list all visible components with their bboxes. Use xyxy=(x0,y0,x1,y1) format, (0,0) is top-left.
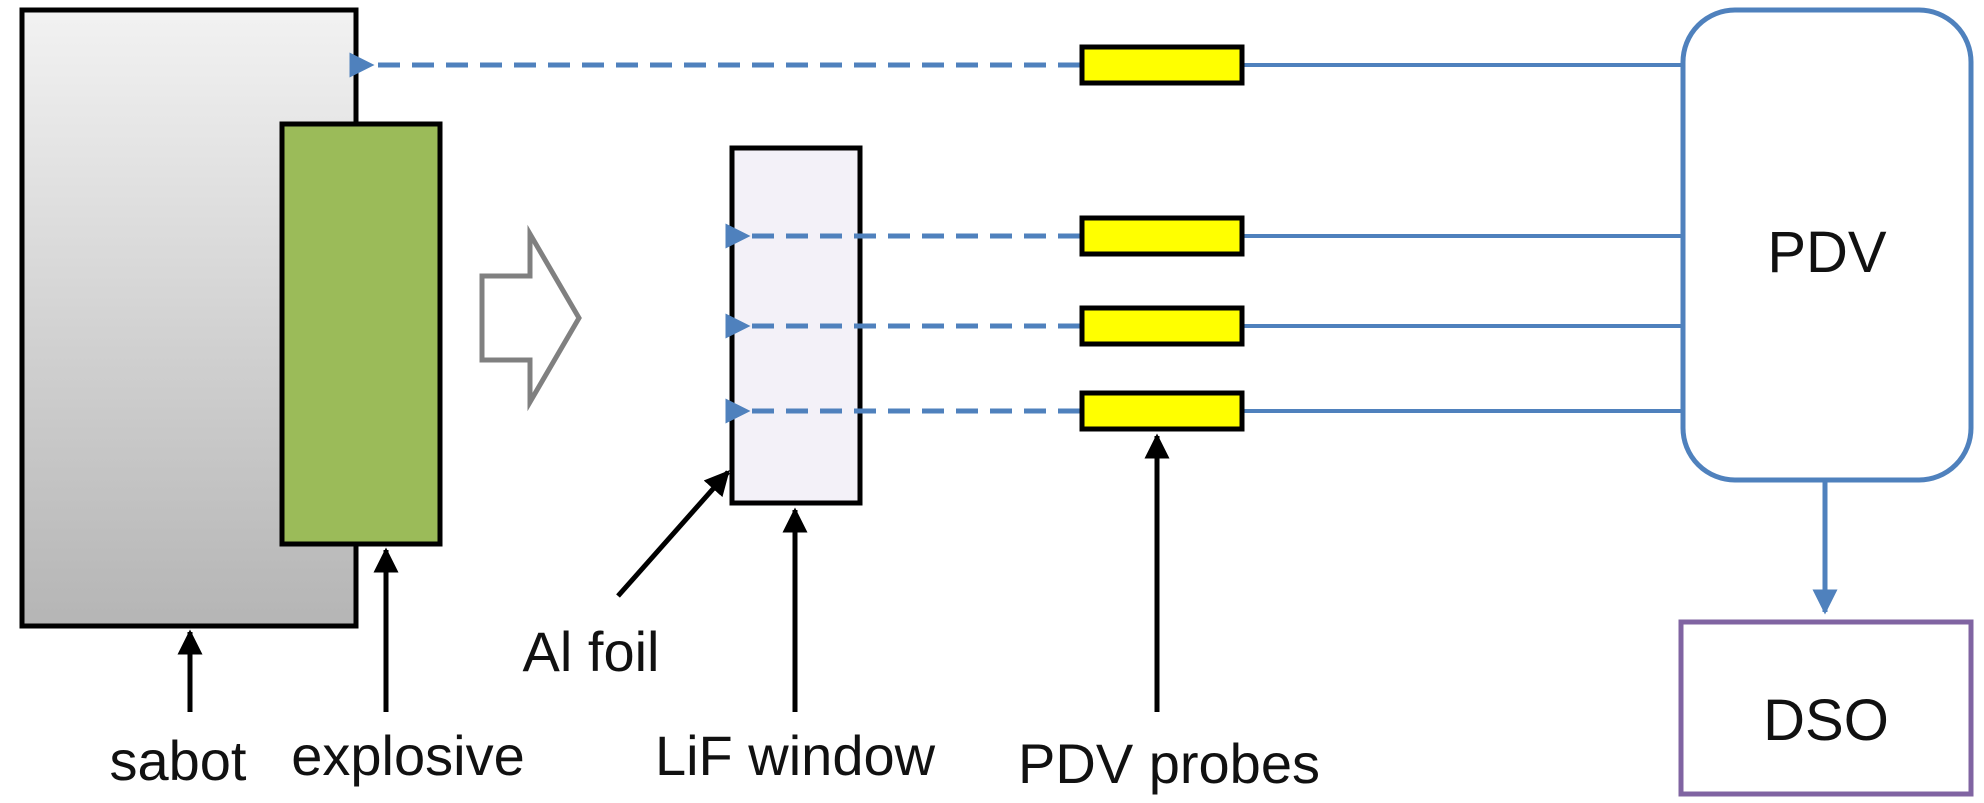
al-foil-label: Al foil xyxy=(523,620,660,683)
pdv-probe-3 xyxy=(1079,305,1245,347)
lif-window-label: LiF window xyxy=(655,724,936,787)
pdv-probe-1 xyxy=(1079,44,1245,86)
sabot-label: sabot xyxy=(110,729,247,792)
explosive-block xyxy=(279,121,443,547)
pdv-label: PDV xyxy=(1767,220,1887,285)
dso-label: DSO xyxy=(1763,688,1889,753)
direction-arrow xyxy=(479,224,582,412)
al-foil-pointer-arrow xyxy=(616,470,730,598)
pdv-box xyxy=(1680,7,1974,483)
dso-box xyxy=(1678,619,1974,797)
pdv-probe-4 xyxy=(1079,390,1245,432)
pdv-probe-2 xyxy=(1079,215,1245,257)
explosive-label: explosive xyxy=(291,724,524,787)
pdv-probes-label: PDV probes xyxy=(1018,732,1320,795)
